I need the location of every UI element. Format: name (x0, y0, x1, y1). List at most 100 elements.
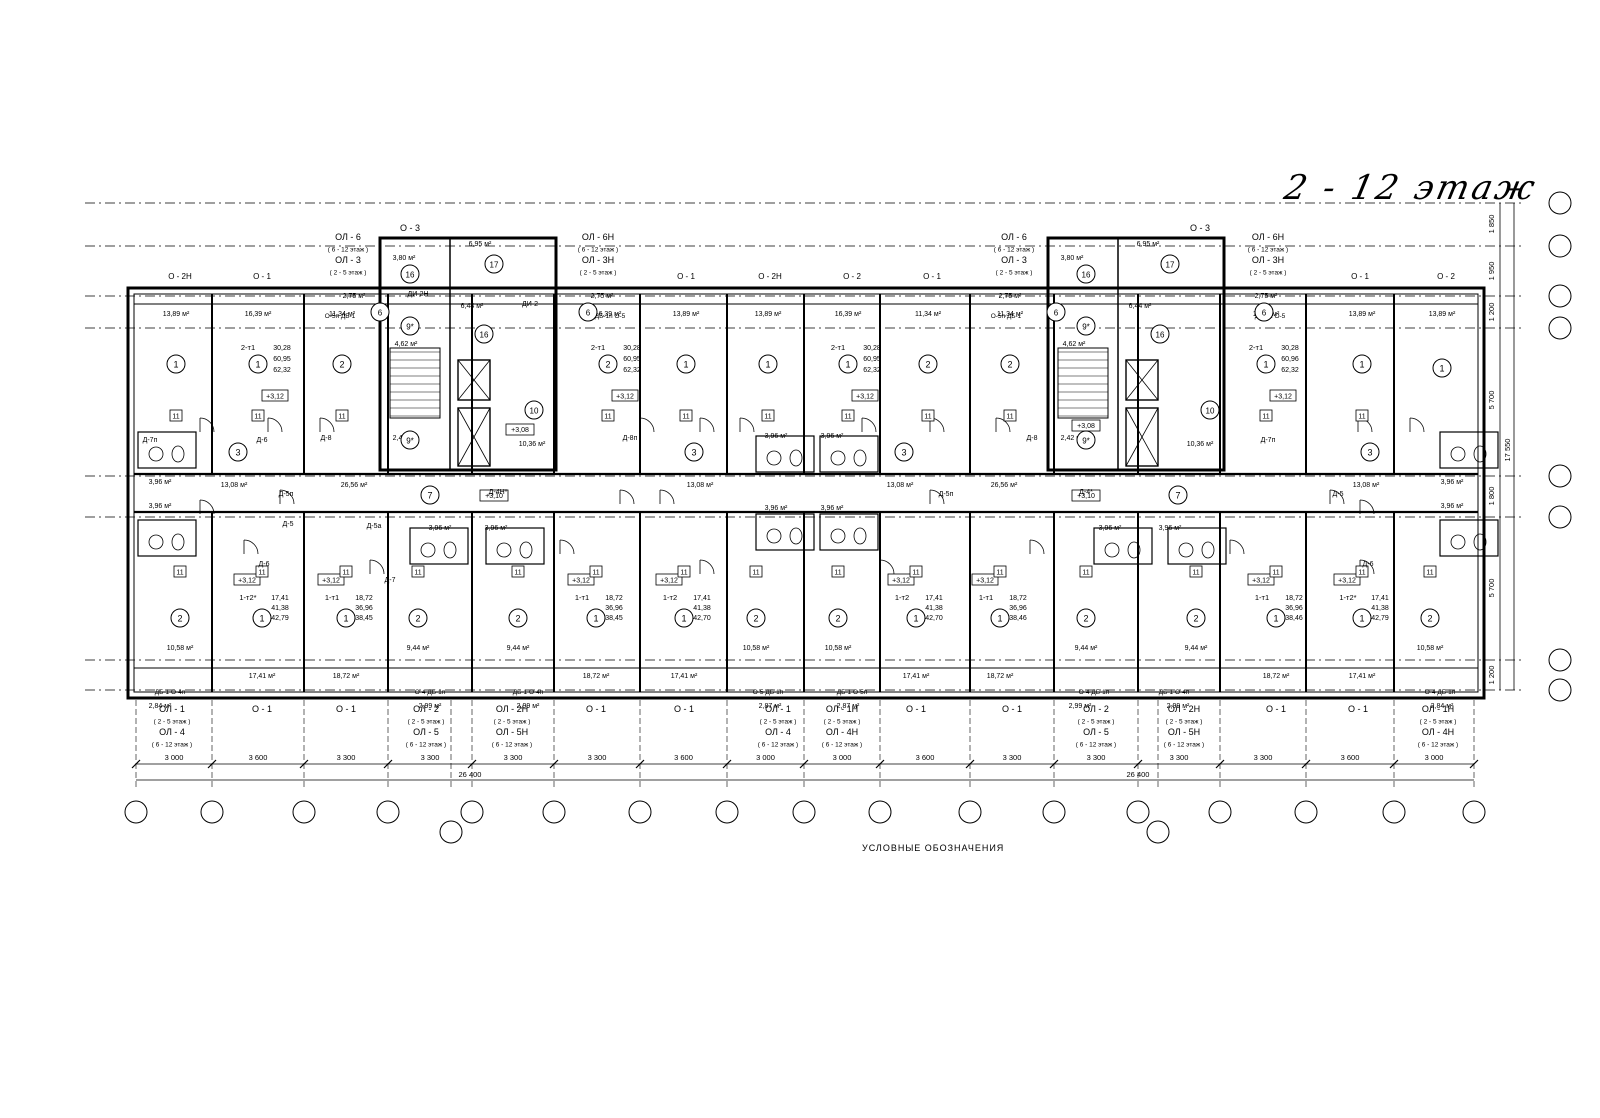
sink-symbol (1473, 533, 1487, 551)
room-tag-circle (828, 608, 848, 628)
door-tag: ДИ-2 (522, 301, 538, 308)
level-mark: +3,12 (322, 578, 340, 585)
opening-label: ( 2 - 5 этаж ) (154, 719, 191, 726)
stair-core-wall (378, 236, 558, 472)
window-code: О-5 ДБ-1п (753, 689, 784, 696)
room-tag: 11 (924, 414, 931, 421)
room-tag: 2 (925, 360, 930, 370)
column-axis-bubble (124, 800, 148, 824)
row-axis-bubble (1548, 316, 1572, 340)
tag-box (589, 565, 603, 578)
tag-box (1423, 565, 1437, 578)
level-box (1269, 389, 1297, 402)
toilet-symbol (830, 450, 846, 466)
room-tag: 2 (1193, 614, 1198, 624)
window-code: ДБ-1 О-4п (513, 689, 544, 696)
room-tag-circle (1420, 608, 1440, 628)
bay-dimension: 3 300 (1087, 753, 1106, 762)
room-tag-circle (508, 608, 528, 628)
door-swing (659, 489, 675, 505)
apartment-area-figure: 18,72 (1009, 595, 1027, 602)
facade-label: ( 2 - 5 этаж ) (580, 270, 617, 277)
window-code: ДБ-1 О-4п (1159, 689, 1190, 696)
level-box (479, 489, 509, 502)
door-swing (267, 417, 283, 433)
room-tag-circle (370, 302, 390, 322)
level-box (655, 573, 683, 586)
apartment-area-figure: 36,96 (355, 605, 373, 612)
room-area: 9,44 м² (1185, 645, 1208, 652)
row-axis-bubble (1548, 678, 1572, 702)
room-tag: 3 (235, 448, 240, 458)
apartment-area-figure: 38,45 (605, 615, 623, 622)
facade-label: ОЛ - 6Н (582, 232, 614, 242)
door-swing (199, 499, 215, 515)
bath-area: 3,96 м² (429, 525, 452, 532)
level-mark: +3,12 (616, 394, 634, 401)
opening-label: ( 2 - 5 этаж ) (1420, 719, 1457, 726)
room-tag: 11 (1262, 414, 1269, 421)
sink-symbol (519, 541, 533, 559)
door-tag: Д-7п (1261, 437, 1276, 444)
room-area: 10,58 м² (825, 645, 852, 652)
tag-box (909, 565, 923, 578)
room-tag-circle (1200, 400, 1220, 420)
vertical-dimension: 1 950 (1487, 262, 1496, 281)
room-area: 13,89 м² (1349, 311, 1376, 318)
door-swing (879, 559, 895, 575)
bay-dimension: 3 000 (165, 753, 184, 762)
corridor-area: 13,08 м² (687, 482, 714, 489)
stair-area: 4,62 м² (395, 341, 418, 348)
opening-label: ( 6 - 12 этаж ) (152, 742, 192, 749)
elevator-cross (1125, 359, 1159, 401)
door-swing (1229, 539, 1245, 555)
sink-symbol (443, 541, 457, 559)
apartment-area-figure: 36,96 (1285, 605, 1303, 612)
tag-box (1189, 565, 1203, 578)
elevator-shaft (457, 407, 491, 467)
sink-symbol (171, 533, 185, 551)
room-tag: 2 (515, 614, 520, 624)
elevator-cross (457, 407, 491, 467)
tag-box (749, 565, 763, 578)
sink-symbol (853, 527, 867, 545)
room-tag: 2 (753, 614, 758, 624)
opening-label: ( 2 - 5 этаж ) (494, 719, 531, 726)
room-tag: 9* (406, 437, 414, 446)
room-tag: 1 (593, 614, 598, 624)
room-tag-circle (166, 354, 186, 374)
opening-label: ( 6 - 12 этаж ) (492, 742, 532, 749)
corridor-area: 26,56 м² (341, 482, 368, 489)
room-tag: 6 (586, 309, 591, 318)
window-code: О-4 ДБ-1п (1079, 689, 1110, 696)
row-axis-bubble (1548, 234, 1572, 258)
stair-area: 6,95 м² (469, 241, 492, 248)
bathroom-wall (485, 527, 545, 565)
room-tag: 11 (258, 570, 265, 577)
apartment-area-figure: 42,79 (1371, 615, 1389, 622)
room-tag-circle (400, 264, 420, 284)
dimension-tick (383, 759, 393, 769)
bay-dimension: 3 600 (674, 753, 693, 762)
level-mark: +3,12 (856, 394, 874, 401)
room-area: 9,44 м² (407, 645, 430, 652)
room-tag-circle (420, 485, 440, 505)
opening-label: ОЛ - 4Н (1422, 727, 1454, 737)
room-tag-circle (400, 430, 420, 450)
door-swing (929, 489, 945, 505)
room-tag: 11 (1358, 414, 1365, 421)
apartment-code: 1-т2* (1339, 593, 1356, 602)
corridor-area: 13,08 м² (221, 482, 248, 489)
room-tag: 2 (339, 360, 344, 370)
bay-dimension: 3 000 (833, 753, 852, 762)
sink-symbol (1201, 541, 1215, 559)
window-label: О - 2 (1437, 272, 1455, 281)
opening-label: О - 1 (1266, 704, 1286, 714)
room-tag: 1 (765, 360, 770, 370)
opening-label: О - 1 (586, 704, 606, 714)
door-tag: ДИ-2Н (407, 291, 428, 298)
tag-box (921, 409, 935, 422)
toilet-symbol (830, 528, 846, 544)
room-tag-circle (1254, 302, 1274, 322)
